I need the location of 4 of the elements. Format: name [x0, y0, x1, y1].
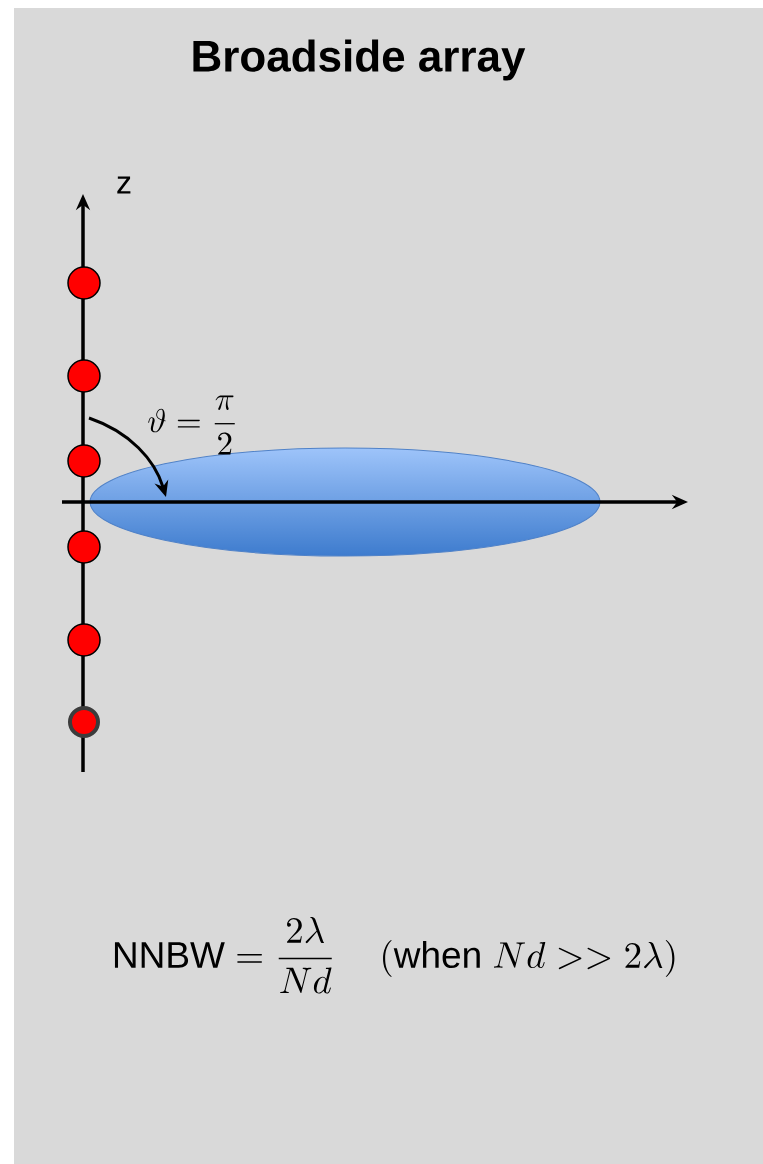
- angle-formula: $\vartheta = \frac{\pi}{2}$: [148, 395, 235, 455]
- beamwidth-formula: $\mathrm{NNBW} = \frac{2\lambda}{Nd} \quad \left(\mathrm{when}\ Nd >> 2\lambda\right)$: [114, 917, 675, 994]
- axis-label: z: [117, 176, 131, 194]
- title: Broadside array: [193, 39, 526, 81]
